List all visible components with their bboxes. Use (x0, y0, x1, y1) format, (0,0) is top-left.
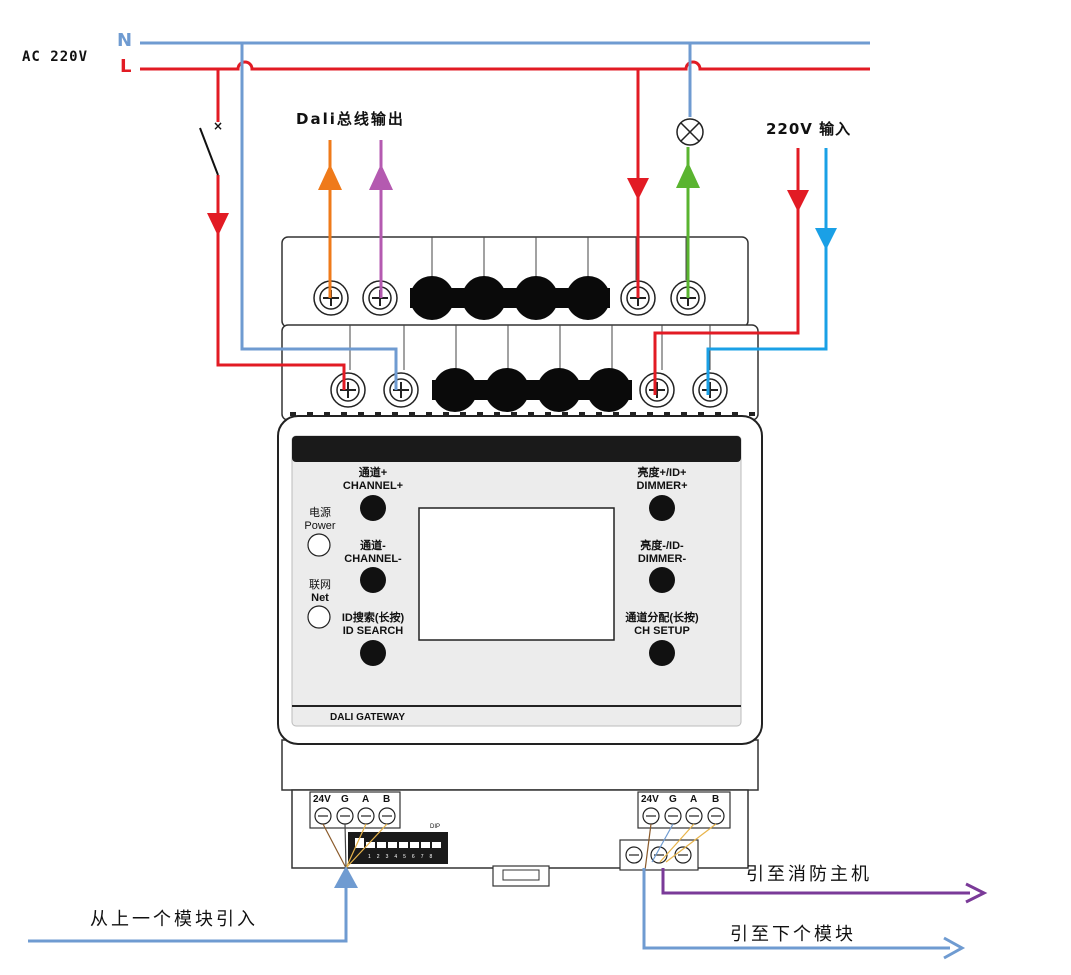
arrow-up-icon (318, 164, 342, 190)
bus-terminals-right (637, 791, 731, 829)
bus-cables (28, 868, 970, 950)
arrow-icons (207, 162, 837, 250)
arrow-down-icon (207, 213, 229, 236)
arrow-up-icon (369, 164, 393, 190)
power-led (307, 533, 331, 557)
lcd-display (418, 507, 615, 641)
fire-terminal (619, 839, 699, 871)
panel-title: DALI GATEWAY (330, 712, 406, 723)
lamp-icon (676, 118, 704, 146)
bus-terminals-left (309, 791, 401, 829)
dimmer-plus-button[interactable] (649, 495, 675, 521)
to-fire-label: 引至消防主机 (746, 864, 872, 885)
top-terminal-row (313, 276, 706, 320)
switch-cross-icon: × (213, 119, 223, 133)
id-search-label: ID搜索(长按)ID SEARCH (341, 612, 405, 637)
arrow-down-icon (815, 228, 837, 250)
ch-setup-label: 通道分配(长按)CH SETUP (625, 612, 699, 637)
channel-plus-label: 通道+CHANNEL+ (342, 467, 404, 492)
dimmer-minus-label: 亮度-/ID-DIMMER- (637, 540, 687, 565)
right-terminal-24v: 24V (641, 794, 659, 805)
right-terminal-b: B (712, 794, 720, 805)
from-prev-label: 从上一个模块引入 (90, 909, 258, 930)
right-terminal-a: A (690, 794, 698, 805)
supply-label: AC 220V (22, 49, 89, 65)
left-terminal-a: A (362, 794, 370, 805)
dip-numbers: 12345678 (368, 854, 439, 860)
input-220-label: 220V 输入 (766, 120, 852, 138)
arrow-up-icon (334, 866, 358, 888)
dip-label: DIP (430, 824, 441, 830)
arrow-right-icon (943, 936, 966, 960)
neutral-label: N (117, 30, 133, 51)
dimmer-minus-button[interactable] (649, 567, 675, 593)
bus-wires (322, 823, 717, 879)
left-terminal-b: B (383, 794, 391, 805)
arrow-right-icon (965, 882, 988, 904)
second-terminal-row (330, 368, 728, 412)
left-terminal-24v: 24V (313, 794, 331, 805)
dimmer-plus-label: 亮度+/ID+DIMMER+ (636, 467, 688, 492)
right-terminal-g: G (669, 794, 677, 805)
channel-minus-label: 通道-CHANNEL- (344, 540, 402, 565)
to-next-label: 引至下个模块 (730, 924, 856, 945)
ch-setup-button[interactable] (649, 640, 675, 666)
arrow-down-icon (627, 178, 649, 200)
arrow-up-icon (676, 162, 700, 188)
channel-minus-button[interactable] (360, 567, 386, 593)
channel-plus-button[interactable] (360, 495, 386, 521)
id-search-button[interactable] (360, 640, 386, 666)
arrow-down-icon (787, 190, 809, 212)
left-terminal-g: G (341, 794, 349, 805)
live-label: L (120, 56, 132, 77)
net-led (307, 605, 331, 629)
dali-output-label: Dali总线输出 (296, 110, 405, 128)
